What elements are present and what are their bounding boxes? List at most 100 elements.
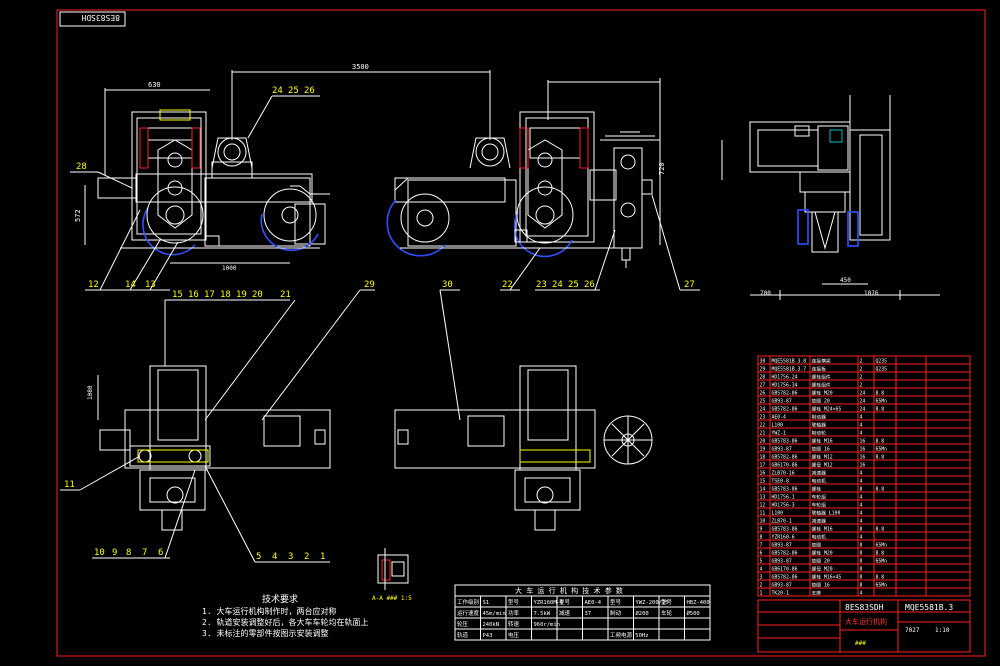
balloon-2: 2 xyxy=(304,552,309,562)
balloon-19: 19 xyxy=(236,290,247,300)
bom-cell: 65Mn xyxy=(876,398,888,404)
section-detail: A-A ### 1:5 xyxy=(372,548,412,602)
balloon-30: 30 xyxy=(442,280,453,290)
bom-cell: 16 xyxy=(860,454,866,460)
balloon-4: 4 xyxy=(272,552,277,562)
bom-cell: 减速器 xyxy=(812,469,827,476)
dim-side-b: 450 xyxy=(840,277,851,284)
bom-cell: 30 xyxy=(760,358,766,364)
bom-cell: 8 xyxy=(860,558,863,564)
balloon-14: 14 xyxy=(125,280,136,290)
bom-cell: 28 xyxy=(760,374,766,380)
balloon-28: 28 xyxy=(76,162,87,172)
bom-cell: 65Mn xyxy=(876,558,888,564)
spec-cell: 45m/min xyxy=(483,611,506,617)
balloon-13: 13 xyxy=(145,280,156,290)
spec-cell: 轮压 xyxy=(457,620,469,628)
title-code: MQE5581B.3 xyxy=(905,603,953,612)
bom-cell: 8 xyxy=(860,526,863,532)
title-block: MQE5581B.3 8ES83SDH 大车运行机构 1:10 7027 ### xyxy=(757,599,971,653)
bom-cell: L100 xyxy=(772,422,784,428)
bom-cell: 8.8 xyxy=(876,486,885,492)
bom-cell: 螺栓 M16 xyxy=(812,525,833,532)
bom-cell: 16 xyxy=(860,462,866,468)
spec-cell: 车轮 xyxy=(661,609,673,617)
bom-cell: 2 xyxy=(760,582,763,588)
bom-cell: 25 xyxy=(760,398,766,404)
bom-cell: 9 xyxy=(760,526,763,532)
bom-cell: 联轴器 xyxy=(812,421,827,428)
balloon-12: 12 xyxy=(88,280,99,290)
bom-cell: 螺栓组件 xyxy=(812,381,831,388)
bom-cell: 8.8 xyxy=(876,390,885,396)
balloon-1: 1 xyxy=(320,552,325,562)
bom-cell: 车轮组 xyxy=(812,493,827,500)
dim-top-span: 3500 xyxy=(352,63,369,71)
bom-cell: 4 xyxy=(860,510,863,516)
spec-cell: YWZ-200/25 xyxy=(636,600,669,606)
bom-cell: 螺栓 M16×45 xyxy=(812,573,842,580)
bom-cell: 垫圈 20 xyxy=(812,557,830,564)
bom-cell: 8.8 xyxy=(876,574,885,580)
balloon-26-right: 26 xyxy=(584,280,595,290)
spec-cell: 电压 xyxy=(508,631,520,639)
bom-cell: 8 xyxy=(860,542,863,548)
bom-cell: GB6170-86 xyxy=(772,566,798,572)
bom-cell: 8.8 xyxy=(876,406,885,412)
bom-cell: 14 xyxy=(760,486,766,492)
balloon-9: 9 xyxy=(112,548,117,558)
spec-cell: 工频电源 50Hz xyxy=(610,631,649,639)
bom-cell: 2 xyxy=(860,358,863,364)
bom-cell: 螺栓 M20 xyxy=(812,389,833,396)
balloon-29: 29 xyxy=(364,280,375,290)
spec-cell: AE0-4 xyxy=(585,600,602,606)
bom-cell: 11 xyxy=(760,510,766,516)
spec-cell: 运行速度 xyxy=(457,609,480,617)
balloon-8: 8 xyxy=(126,548,131,558)
bom-cell: 8 xyxy=(860,566,863,572)
bom-cell: GB5783-86 xyxy=(772,486,798,492)
bom-cell: 螺栓组件 xyxy=(812,373,831,380)
bom-cell: GB5783-86 xyxy=(772,438,798,444)
bom-cell: MQE5581B.3.7 xyxy=(772,366,807,372)
balloon-20: 20 xyxy=(252,290,263,300)
spec-cell: 制动 xyxy=(610,609,622,617)
bom-cell: 4 xyxy=(860,422,863,428)
spec-cell: 型号 xyxy=(610,598,622,606)
bom-cell: 16 xyxy=(860,438,866,444)
bom-cell: 26 xyxy=(760,390,766,396)
bom-cell: 8.8 xyxy=(876,550,885,556)
bom-cell: 8.8 xyxy=(876,526,885,532)
bom-cell: 8.8 xyxy=(876,454,885,460)
bom-cell: 65Mn xyxy=(876,582,888,588)
balloon-23: 23 xyxy=(536,280,547,290)
bom-cell: 连接板 xyxy=(812,365,827,372)
right-elevation-view: 720 22 23 xyxy=(386,78,700,291)
title-name: 8ES83SDH xyxy=(845,603,884,612)
bom-cell: ZLB70-16 xyxy=(772,470,795,476)
bom-cell: GB93-87 xyxy=(772,542,792,548)
bom-cell: 24 xyxy=(860,398,866,404)
bom-cell: 24 xyxy=(860,406,866,412)
dim-side-a: 700 xyxy=(760,290,771,297)
bom-cell: 连接横梁 xyxy=(812,357,831,364)
bom-cell: GB6170-86 xyxy=(772,462,798,468)
drawing-no-box xyxy=(59,11,126,27)
bom-cell: 19 xyxy=(760,446,766,452)
balloon-10: 10 xyxy=(94,548,105,558)
bom-cell: 4 xyxy=(860,494,863,500)
bom-cell: HD1756-24 xyxy=(772,374,798,380)
spec-cell: 960r/min xyxy=(534,622,561,628)
technical-notes: 技术要求 1. 大车运行机构制作时，两台应对称 2. 轨道安装调整好后，各大车车… xyxy=(202,593,368,638)
balloon-11: 11 xyxy=(64,480,75,490)
spec-cell: Ø200 xyxy=(636,610,649,617)
bom-cell: 减速器 xyxy=(812,517,827,524)
spec-cell: 转速 xyxy=(508,620,520,628)
bom-cell: 12 xyxy=(760,502,766,508)
spec-cell: 轨道 xyxy=(457,631,469,639)
dim-right-height: 720 xyxy=(658,162,666,175)
bom-cell: 23 xyxy=(760,414,766,420)
bom-cell: 5 xyxy=(760,558,763,564)
